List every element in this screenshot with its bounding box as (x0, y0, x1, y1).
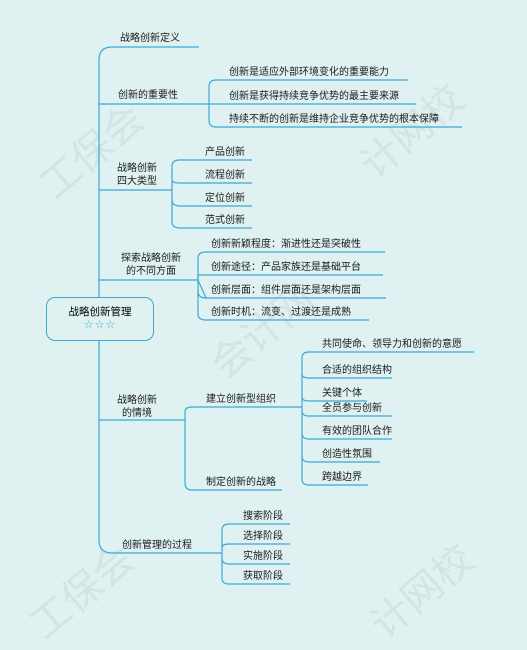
branch-approaches-line1: 探索战略创新 (121, 253, 181, 264)
approaches-item: 创新时机：流变、过渡还是成熟 (211, 307, 351, 318)
build-org-item: 有效的团队合作 (322, 426, 392, 437)
approaches-item: 创新新颖程度：渐进性还是突破性 (211, 239, 361, 250)
approaches-item: 创新层面：组件层面还是架构层面 (211, 285, 361, 296)
branch-approaches-line2: 的不同方面 (126, 266, 176, 277)
types-item: 范式创新 (205, 215, 245, 226)
build-org-node: 建立创新型组织 (206, 394, 276, 405)
importance-item: 创新是适应外部环境变化的重要能力 (229, 67, 389, 78)
importance-stars: ☆☆☆ (83, 318, 117, 331)
types-item: 流程创新 (205, 170, 245, 181)
process-item: 获取阶段 (243, 571, 283, 582)
root-title: 战略创新管理 (68, 306, 132, 318)
process-item: 实施阶段 (243, 551, 283, 562)
importance-item: 创新是获得持续竞争优势的最主要来源 (229, 91, 399, 102)
types-item: 定位创新 (205, 193, 245, 204)
branch-situations-line1: 战略创新 (117, 395, 157, 406)
strategy-node: 制定创新的战略 (206, 477, 276, 488)
types-item: 产品创新 (205, 147, 245, 158)
connector-lines (98, 46, 474, 585)
branch-types-line2: 四大类型 (117, 176, 157, 187)
branch-importance: 创新的重要性 (118, 90, 178, 101)
process-item: 搜索阶段 (243, 511, 283, 522)
build-org-item: 全员参与创新 (322, 403, 382, 414)
mind-map-canvas: { "root": { "title": "战略创新管理", "stars": … (21, 33, 484, 649)
build-org-item: 关键个体 (322, 388, 362, 399)
branch-types-line1: 战略创新 (117, 163, 157, 174)
build-org-item: 创造性氛围 (322, 449, 372, 460)
root-node: 战略创新管理 ☆☆☆ (46, 297, 154, 341)
branch-situations-line2: 的情境 (122, 408, 152, 419)
process-item: 选择阶段 (243, 531, 283, 542)
build-org-item: 跨越边界 (322, 472, 362, 483)
build-org-item: 共同使命、领导力和创新的意愿 (322, 339, 462, 350)
approaches-item: 创新途径：产品家族还是基础平台 (211, 262, 361, 273)
branch-definition: 战略创新定义 (120, 33, 180, 44)
build-org-item: 合适的组织结构 (322, 365, 392, 376)
branch-process: 创新管理的过程 (122, 540, 192, 551)
importance-item: 持续不断的创新是维持企业竞争优势的根本保障 (229, 114, 439, 125)
